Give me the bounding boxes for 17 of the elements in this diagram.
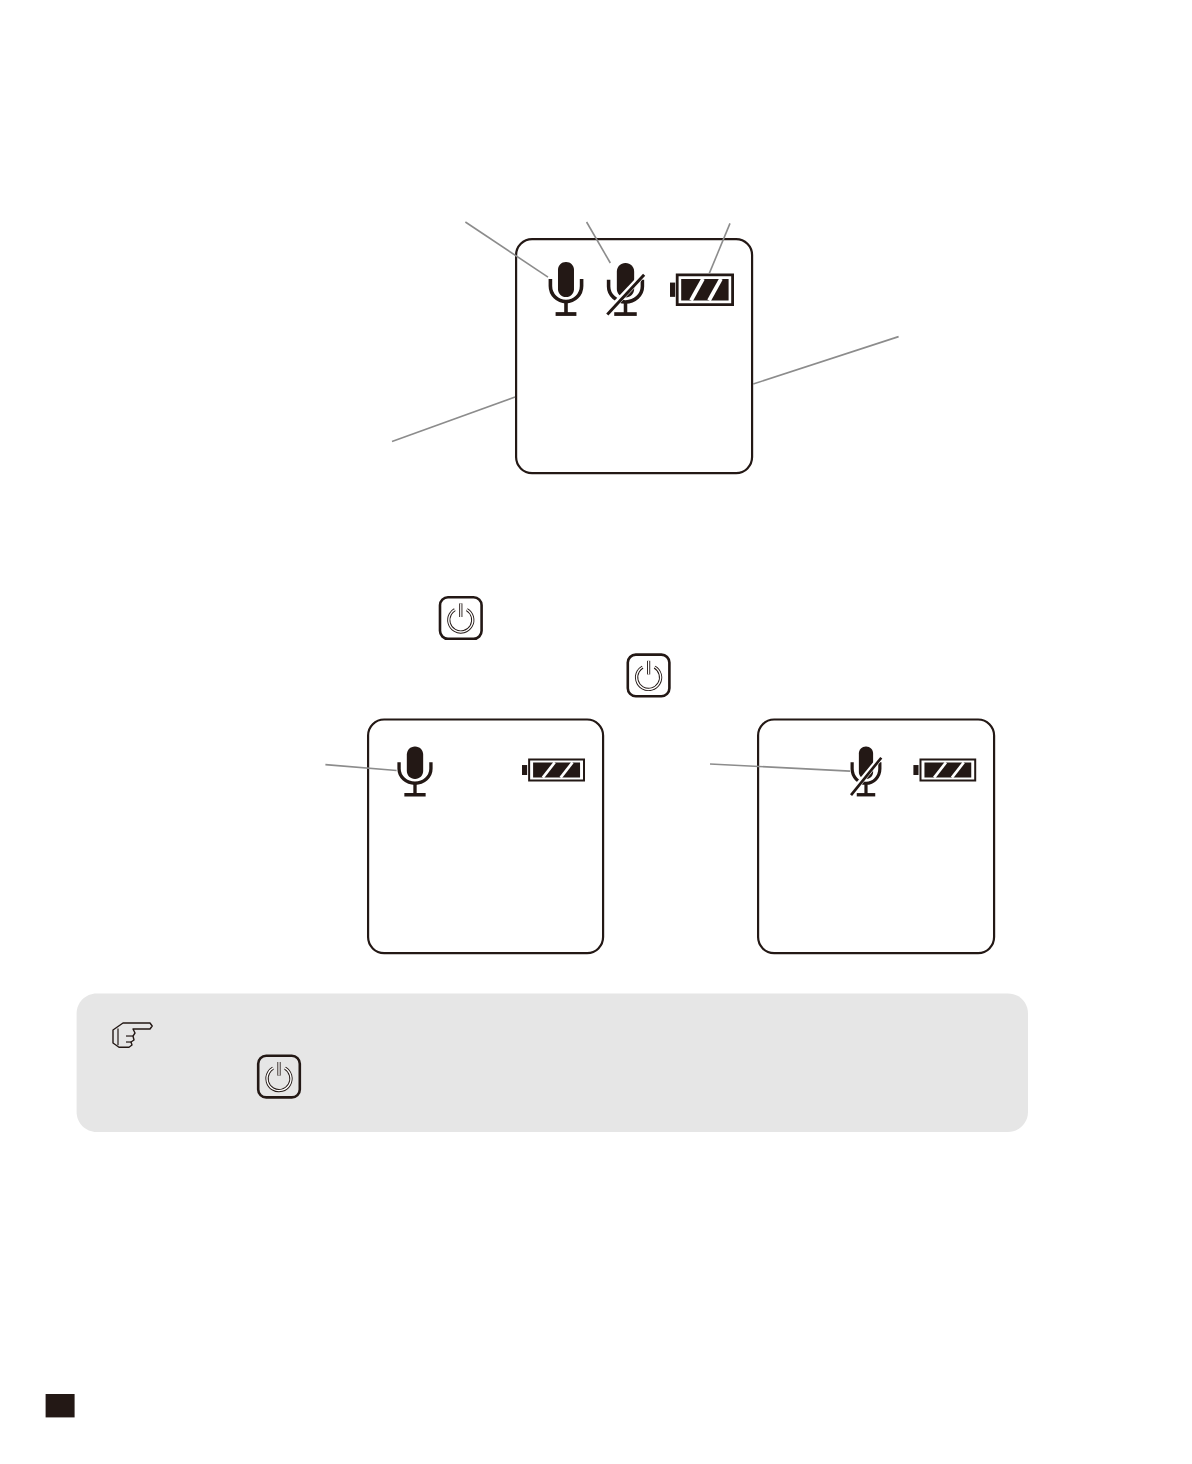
battery-icon [522, 758, 585, 782]
mic-icon [397, 746, 433, 797]
leader-line [752, 335, 900, 385]
leader-line [709, 763, 851, 772]
muted-mic-icon [606, 263, 646, 316]
muted-mic-icon [850, 746, 883, 797]
display-screen [367, 718, 605, 955]
display-screen [757, 718, 996, 955]
battery-icon [670, 273, 734, 306]
leader-line [464, 221, 549, 278]
mic-icon [548, 262, 584, 316]
leader-line [391, 396, 516, 443]
display-screen [515, 238, 754, 475]
leader-line [324, 763, 398, 772]
leader-line [708, 222, 731, 275]
battery-icon [913, 758, 977, 782]
leader-line [585, 221, 612, 264]
